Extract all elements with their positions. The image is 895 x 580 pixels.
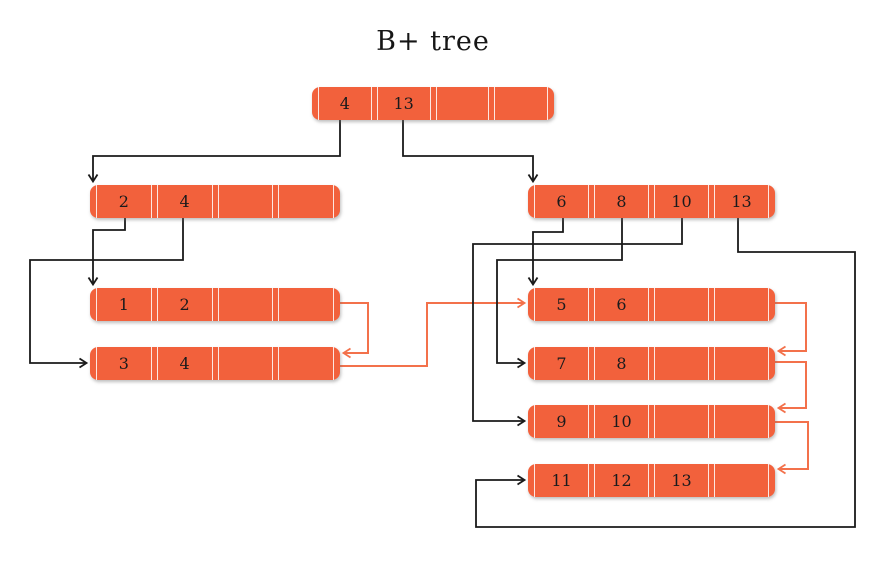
node-cell: 4 [156, 347, 213, 380]
node-cell: 7 [534, 347, 589, 380]
pointer-internal-right-to-leaf-9-10 [472, 218, 683, 427]
pointer-internal-right-to-leaf-11-12-13 [475, 218, 856, 528]
node-cell [654, 405, 709, 438]
node-cell: 2 [156, 288, 213, 321]
node-cell [714, 288, 769, 321]
node-cell: 13 [654, 464, 709, 497]
node-cell [278, 185, 334, 218]
node-root: 4 13 [312, 87, 554, 120]
node-cell: 10 [594, 405, 649, 438]
node-cell [278, 347, 334, 380]
node-cell: 4 [318, 87, 372, 120]
node-cell [714, 347, 769, 380]
node-leaf-5-6: 5 6 [528, 288, 775, 321]
pointer-internal-right-to-leaf-7-8 [496, 218, 623, 369]
leaf-link-1-2-to-3-4 [340, 302, 369, 359]
node-leaf-9-10: 9 10 [528, 405, 775, 438]
node-cell [654, 288, 709, 321]
node-cell [217, 185, 274, 218]
node-cell: 8 [594, 347, 649, 380]
node-cell: 10 [654, 185, 709, 218]
node-cell [714, 405, 769, 438]
node-cell: 6 [594, 288, 649, 321]
node-cell [278, 288, 334, 321]
node-leaf-1-2: 1 2 [90, 288, 340, 321]
node-cell [494, 87, 548, 120]
leaf-link-7-8-to-9-10 [775, 361, 807, 414]
node-leaf-7-8: 7 8 [528, 347, 775, 380]
node-cell [217, 347, 274, 380]
node-internal-left: 2 4 [90, 185, 340, 218]
node-cell: 11 [534, 464, 589, 497]
node-cell: 13 [376, 87, 431, 120]
diagram-title: B+ tree [376, 26, 490, 57]
node-cell: 12 [594, 464, 649, 497]
pointer-internal-left-to-leaf-1-2 [87, 218, 126, 287]
leaf-link-3-4-to-5-6 [340, 297, 527, 367]
node-cell: 6 [534, 185, 589, 218]
pointer-internal-right-to-leaf-5-6 [527, 218, 564, 287]
node-cell [714, 464, 769, 497]
node-leaf-3-4: 3 4 [90, 347, 340, 380]
pointer-root-to-internal-right [402, 120, 539, 184]
node-cell: 8 [594, 185, 649, 218]
node-cell: 5 [534, 288, 589, 321]
node-leaf-11-12-13: 11 12 13 [528, 464, 775, 497]
node-internal-right: 6 8 10 13 [528, 185, 775, 218]
node-cell [435, 87, 490, 120]
pointer-root-to-internal-left [87, 120, 341, 184]
leaf-link-5-6-to-7-8 [775, 302, 807, 357]
node-cell: 9 [534, 405, 589, 438]
node-cell [654, 347, 709, 380]
leaf-link-9-10-to-11-12-13 [775, 421, 809, 475]
node-cell [217, 288, 274, 321]
node-cell: 13 [714, 185, 769, 218]
node-cell: 3 [96, 347, 152, 380]
node-cell: 1 [96, 288, 152, 321]
node-cell: 4 [156, 185, 213, 218]
pointer-internal-left-to-leaf-3-4 [29, 218, 184, 369]
node-cell: 2 [96, 185, 152, 218]
